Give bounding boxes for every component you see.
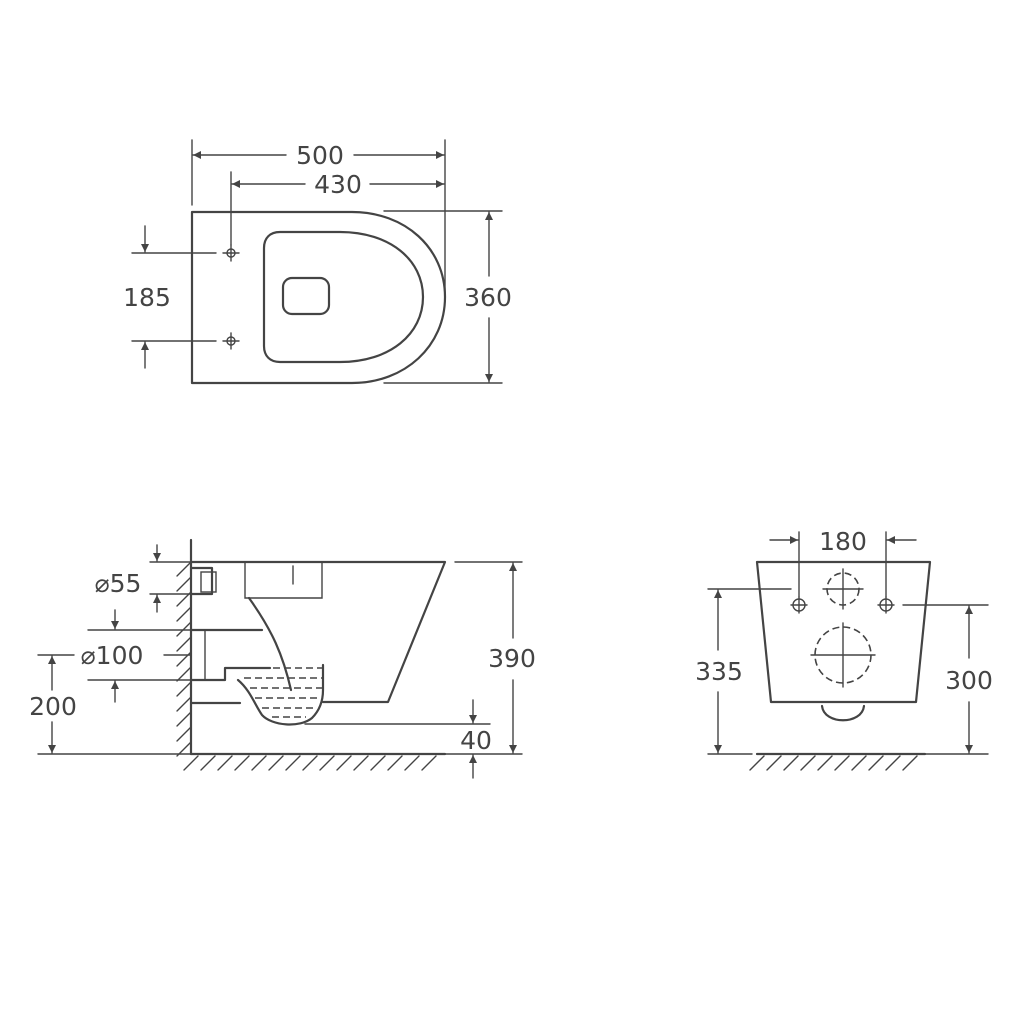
water-level (240, 667, 322, 718)
dim-width-overall: 500 (296, 141, 344, 170)
dim-outlet-height-back: 300 (945, 666, 993, 695)
bowl-outline-top (190, 210, 447, 385)
floor-hatch-back (749, 755, 918, 771)
dim-outlet-height: 200 (29, 692, 77, 721)
inlet-connector (190, 566, 214, 596)
bowl-opening (262, 230, 425, 364)
dim-fixing-spacing-back: 180 (819, 527, 867, 556)
bowl-side-profile (190, 560, 447, 704)
outlet-pipe (190, 628, 272, 682)
flush-outlet (281, 276, 331, 316)
dim-bottom-clearance: 40 (460, 726, 492, 755)
dim-total-height: 390 (488, 644, 536, 673)
dim-width-to-fixings: 430 (314, 170, 362, 199)
trap (236, 596, 325, 726)
dim-fixing-spacing: 185 (123, 283, 171, 312)
dim-inlet-diameter: ⌀55 (95, 569, 142, 598)
fixing-hole-icon (222, 332, 240, 350)
dim-depth: 360 (464, 283, 512, 312)
dim-fixing-height: 335 (695, 657, 743, 686)
fixing-hole-icon (790, 596, 808, 614)
top-view: 500 430 185 360 (123, 139, 512, 385)
back-view: 180 335 300 (695, 527, 993, 771)
fixing-hole-icon (222, 244, 240, 262)
wall-hatch (176, 561, 192, 757)
bowl-back-outline (755, 560, 932, 704)
floor-hatch (183, 755, 437, 771)
side-view: ⌀55 ⌀100 200 390 40 (29, 538, 536, 779)
dim-outlet-diameter: ⌀100 (81, 641, 144, 670)
fixing-hole-icon (877, 596, 895, 614)
